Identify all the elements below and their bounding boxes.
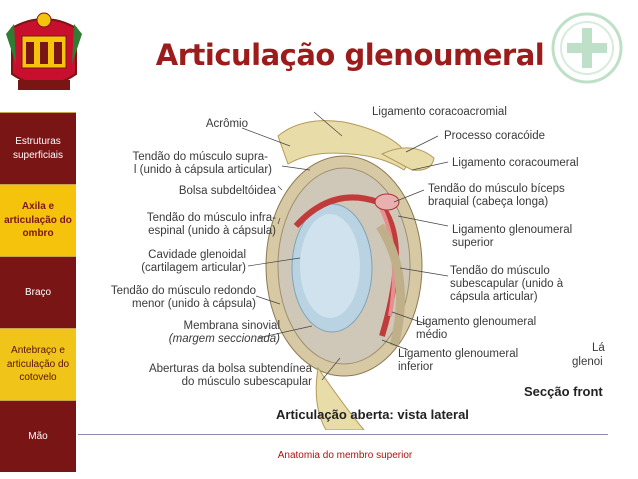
label-lig-glenoumeral-sup-1: Ligamento glenoumeral (452, 224, 573, 236)
nav-item-label: Mão (28, 430, 48, 442)
label-supraspinal-1: Tendão do músculo supra- (132, 151, 268, 163)
label-cartilagem: (cartilagem articular) (141, 262, 246, 274)
university-crest-logo (4, 4, 84, 100)
label-processo-coracoide: Processo coracóide (444, 130, 545, 142)
label-bolsa-subdeltoidea: Bolsa subdeltóidea (178, 185, 276, 197)
nav-item-antebraco[interactable]: Antebraço e articulação do cotovelo (0, 328, 76, 400)
label-lig-glenoumeral-inf-2: inferior (398, 361, 434, 373)
label-biceps-2: braquial (cabeça longa) (428, 196, 549, 208)
sidebar-nav: Estruturas superficiais Axila e articula… (0, 112, 76, 472)
label-cut-la: Lá (592, 342, 605, 354)
nav-item-label: Axila e articulação do ombro (4, 201, 72, 240)
label-lig-glenoumeral-sup-2: superior (452, 237, 494, 249)
label-biceps-1: Tendão do músculo bíceps (428, 183, 565, 195)
nav-item-estruturas[interactable]: Estruturas superficiais (0, 112, 76, 184)
nav-item-label: Braço (24, 286, 52, 298)
label-margem-seccionada: (margem seccionada) (168, 333, 280, 345)
nav-item-mao[interactable]: Mão (0, 400, 76, 472)
label-cavidade-glenoidal: Cavidade glenoidal (148, 249, 246, 261)
label-infraspinal-1: Tendão do músculo infra- (146, 212, 276, 224)
label-aberturas-2: do músculo subescapular (181, 376, 312, 388)
label-membrana-sinovial: Membrana sinovial (183, 320, 280, 332)
page-title: Articulação glenoumeral (155, 38, 545, 72)
label-subescapular-1: Tendão do músculo (450, 265, 550, 277)
diagram-caption: Articulação aberta: vista lateral (276, 407, 469, 422)
label-subescapular-3: cápsula articular) (450, 291, 538, 303)
nav-item-label: Antebraço e articulação do cotovelo (6, 345, 70, 384)
label-cut-glenoi: glenoi (572, 356, 603, 368)
label-infraspinal-2: espinal (unido à cápsula) (148, 225, 276, 237)
joint-illustration (241, 111, 449, 430)
label-acromio: Acrômio (205, 118, 248, 130)
section-label: Secção front (524, 384, 603, 399)
faculty-logo (548, 10, 626, 86)
label-redondo-menor-2: menor (unido à cápsula) (131, 298, 256, 310)
label-subescapular-2: subescapular (unido à (450, 278, 564, 290)
label-lig-glenoumeral-inf-1: Ligamento glenoumeral (398, 348, 519, 360)
label-lig-coracoacromial: Ligamento coracoacromial (372, 106, 507, 118)
footer-divider (78, 434, 608, 435)
label-lig-glenoumeral-med-1: Ligamento glenoumeral (416, 316, 537, 328)
label-lig-coracoumeral: Ligamento coracoumeral (452, 157, 579, 169)
label-supraspinal-2: l (unido à cápsula articular) (133, 164, 272, 176)
label-lig-glenoumeral-med-2: médio (416, 329, 448, 341)
nav-item-braco[interactable]: Braço (0, 256, 76, 328)
nav-item-label: Estruturas superficiais (12, 136, 64, 161)
nav-item-axila[interactable]: Axila e articulação do ombro (0, 184, 76, 256)
footer-text: Anatomia do membro superior (277, 450, 413, 461)
label-aberturas-1: Aberturas da bolsa subtendínea (148, 363, 312, 375)
shoulder-joint-diagram: Acrômio Tendão do músculo supra- l (unid… (82, 106, 608, 430)
label-redondo-menor-1: Tendão do músculo redondo (110, 285, 256, 297)
